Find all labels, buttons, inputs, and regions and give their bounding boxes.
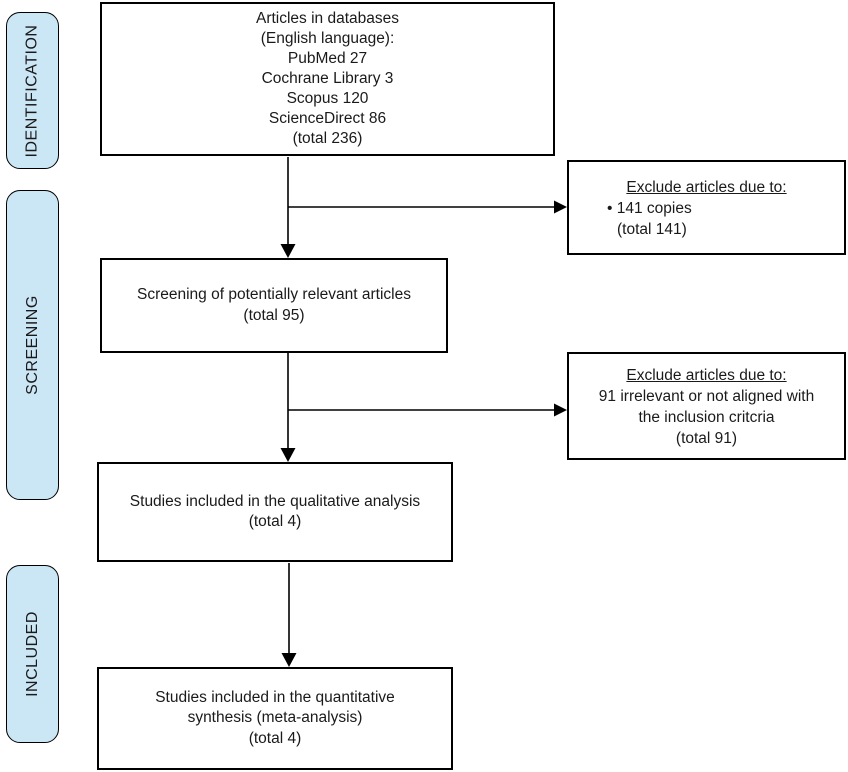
box-text-line: Articles in databases: [255, 10, 400, 27]
box-text-line: (total 4): [248, 729, 302, 747]
exclude-heading: Exclude articles due to:: [626, 179, 787, 196]
box-articles-in-databases: Articles in databases (English language)…: [100, 2, 555, 156]
box-text-line: Scopus 120: [286, 90, 369, 107]
arrow-screening-to-qualitative: [280, 353, 296, 462]
stage-included: INCLUDED: [6, 565, 59, 743]
box-screening-relevant-articles: Screening of potentially relevant articl…: [100, 258, 448, 353]
stage-identification-label: IDENTIFICATION: [23, 24, 41, 157]
arrow-to-exclude-irrelevant: [288, 403, 567, 417]
box-quantitative-synthesis: Studies included in the quantitative syn…: [97, 667, 453, 770]
exclude-heading: Exclude articles due to:: [626, 367, 787, 384]
box-text-line: Cochrane Library 3: [261, 70, 394, 87]
box-qualitative-analysis: Studies included in the qualitative anal…: [97, 462, 453, 562]
stage-screening-label: SCREENING: [23, 295, 41, 395]
stage-screening: SCREENING: [6, 190, 59, 500]
box-text-line: Studies included in the qualitative anal…: [129, 492, 421, 510]
box-text-line: Studies included in the quantitative: [155, 688, 395, 706]
box-text-line: synthesis (meta-analysis): [187, 709, 363, 727]
exclude-body: • 141 copies (total 141): [569, 198, 844, 240]
stage-included-label: INCLUDED: [23, 611, 41, 697]
box-text-line: • 141 copies: [607, 200, 692, 217]
box-text-line: (total 91): [675, 430, 738, 447]
arrow-to-exclude-duplicates: [288, 200, 567, 214]
box-text-line: the inclusion critcria: [638, 409, 775, 426]
arrow-databases-to-screening: [280, 157, 296, 258]
box-text-line: ScienceDirect 86: [268, 110, 387, 127]
box-text-line: (total 4): [248, 513, 302, 530]
stage-identification: IDENTIFICATION: [6, 12, 59, 169]
box-text-line: Screening of potentially relevant articl…: [137, 286, 411, 303]
box-text-line: PubMed 27: [287, 50, 368, 67]
box-exclude-irrelevant: Exclude articles due to: 91 irrelevant o…: [567, 352, 846, 460]
box-text-line: 91 irrelevant or not aligned with: [598, 388, 815, 405]
box-text-line: (English language):: [260, 30, 395, 47]
box-exclude-duplicates: Exclude articles due to: • 141 copies (t…: [567, 160, 846, 255]
arrow-qualitative-to-quantitative: [281, 563, 297, 667]
box-text-line: (total 141): [617, 221, 687, 238]
exclude-body: 91 irrelevant or not aligned with the in…: [569, 386, 844, 449]
box-text-line: (total 236): [292, 130, 363, 147]
box-text-line: (total 95): [243, 306, 305, 324]
